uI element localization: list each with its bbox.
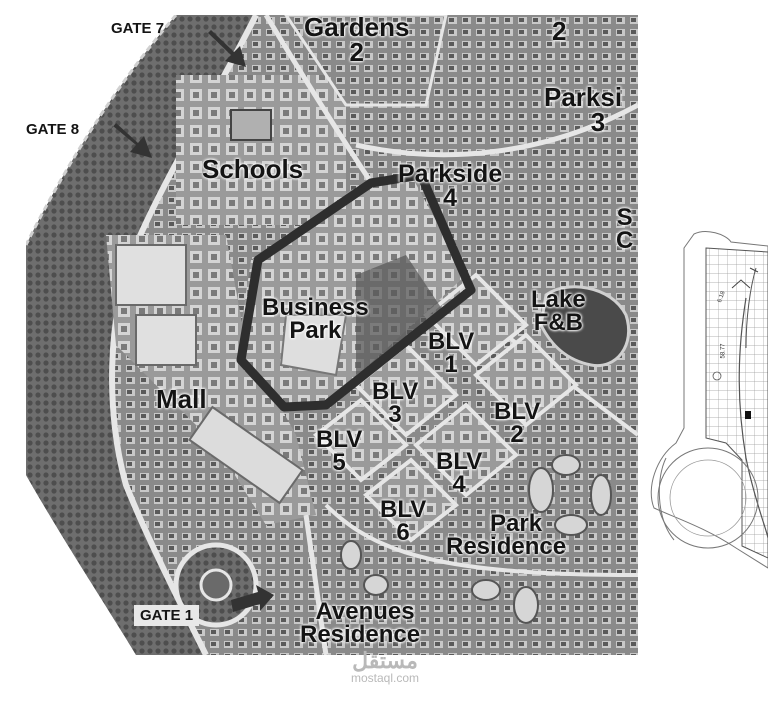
zone-blv-3: BLV 3 [372,378,419,428]
zone-name: Business [262,294,369,321]
watermark-logo: مستقل [352,648,418,673]
zone-name: BLV [316,426,363,453]
zone-name: Avenues [315,598,415,625]
zone-name-2: Residence [300,620,421,648]
zone-name: Park [490,510,543,537]
zone-business-park: Business Park [262,294,369,344]
zone-parkside-3: Parksi 3 [544,82,623,137]
zone-number: 3 [590,106,606,137]
plan-graphic [650,231,768,569]
watermark: مستقل mostaql.com [320,650,450,685]
technical-plan-drawing: 6.18 58.77 [646,228,768,580]
zone-name: BLV [428,328,475,355]
zone-blv-1: BLV 1 [428,328,475,378]
zone-name-2: F&B [533,308,584,336]
zone-number: 1 [444,350,458,378]
zone-name: BLV [494,398,541,425]
zone-name: BLV [436,448,483,475]
zone-parkside-4: Parkside 4 [398,160,503,212]
zone-number: 5 [332,448,346,476]
gate-8-label: GATE 8 [26,121,80,138]
zone-blv-6: BLV 6 [380,496,427,546]
zone-name: Parkside [398,160,503,188]
zone-blv-2: BLV 2 [494,398,541,448]
zone-edge-b: C [616,226,634,254]
zone-edge-right: S C [616,204,634,254]
zone-mall: Mall [156,384,207,414]
zone-edge-a: S [616,204,633,231]
zone-schools: Schools [202,154,304,184]
zone-blv-4: BLV 4 [436,448,483,498]
zone-number: 4 [443,183,458,212]
gate-1-label: GATE 1 [134,605,200,626]
zone-number: 6 [396,518,410,546]
zone-name: BLV [380,496,427,523]
zone-number: 2 [349,36,364,67]
zone-name: Lake [531,286,586,313]
watermark-url: mostaql.com [350,671,420,685]
zone-name: Gardens [304,15,410,42]
zone-number: 3 [388,400,402,428]
zone-number: 4 [452,470,466,498]
zone-name-2: Residence [446,532,567,560]
zone-gardens-right-number: 2 [552,16,567,46]
master-plan-map: GATE 7 GATE 8 GATE 1 Gardens 2 2 Parksi … [26,15,638,655]
zone-name: BLV [372,378,419,405]
zone-number: 2 [510,420,524,448]
map-graphic [26,15,638,655]
plan-dimension-2: 58.77 [720,343,727,359]
zone-avenues-residence: Avenues Residence [300,598,421,648]
zone-blv-5: BLV 5 [316,426,363,476]
zone-name: Parksi [544,82,623,112]
gate-arrows [108,30,274,612]
zone-name-2: Park [289,316,342,344]
zone-lake-fb: Lake F&B [531,286,586,336]
business-park-outline [236,170,476,412]
zone-gardens-2: Gardens 2 [304,15,410,67]
zone-park-residence: Park Residence [446,510,567,560]
gate-7-label: GATE 7 [111,20,165,37]
